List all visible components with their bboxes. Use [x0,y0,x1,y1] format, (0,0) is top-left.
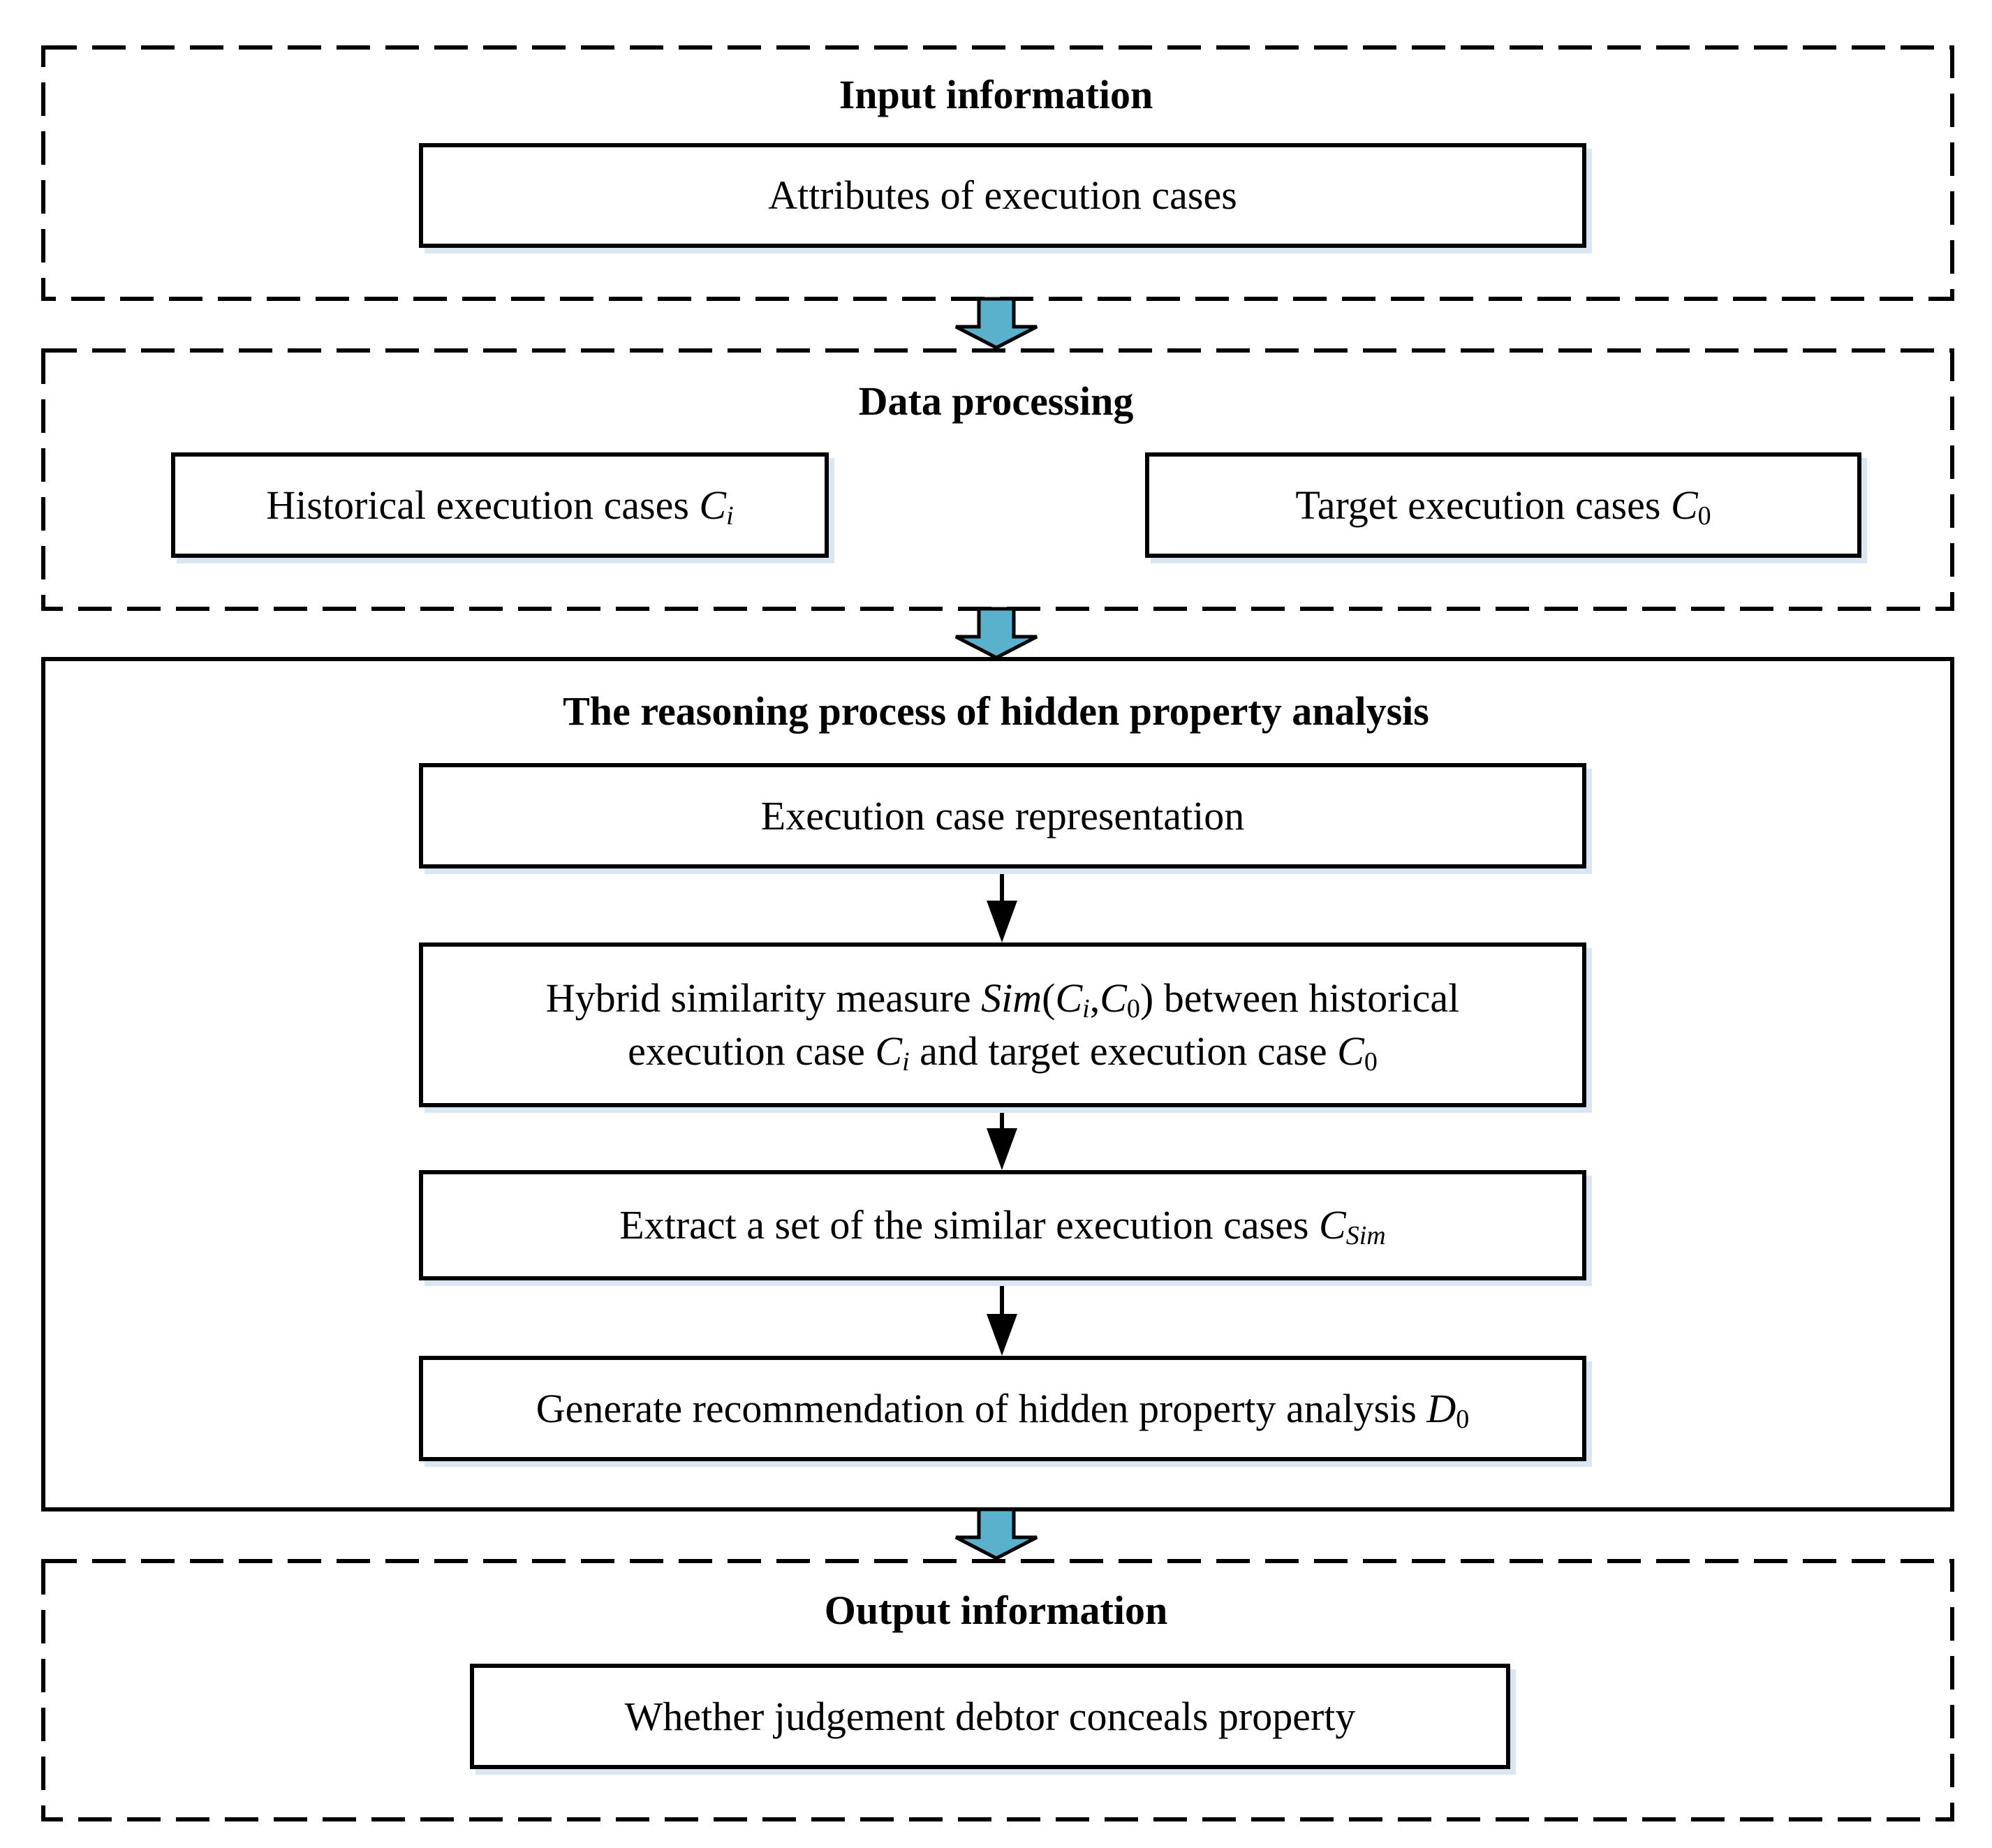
historical-cases-box: Historical execution cases Ci [171,452,829,558]
reasoning-section-title: The reasoning process of hidden property… [563,688,1429,734]
attributes-box: Attributes of execution cases [419,143,1586,248]
flow-arrowhead-1 [987,901,1017,943]
processing-section-frame [41,348,1954,611]
target-cases-text: Target execution cases C0 [1295,482,1711,531]
historical-cases-text: Historical execution cases Ci [266,482,734,531]
whether-box: Whether judgement debtor conceals proper… [470,1664,1510,1769]
representation-box: Execution case representation [419,763,1586,868]
flow-arrowhead-2 [987,1128,1017,1170]
input-section-frame [41,45,1954,301]
extract-text: Extract a set of the similar execution c… [619,1202,1386,1250]
generate-text: Generate recommendation of hidden proper… [536,1385,1470,1434]
representation-text: Execution case representation [760,792,1245,838]
target-cases-box: Target execution cases C0 [1145,452,1861,558]
flow-arrowhead-3 [987,1314,1017,1356]
output-section-title: Output information [824,1588,1168,1633]
generate-box: Generate recommendation of hidden proper… [419,1356,1586,1461]
similarity-text: Hybrid similarity measure Sim(Ci,C0) bet… [545,975,1460,1077]
block-arrow-input-to-processing [954,297,1038,350]
attributes-text: Attributes of execution cases [768,172,1237,218]
whether-text: Whether judgement debtor conceals proper… [624,1693,1356,1739]
block-arrow-reasoning-to-output [954,1507,1038,1560]
block-arrow-processing-to-reasoning [954,607,1038,660]
output-section-frame [41,1559,1954,1821]
processing-section-title: Data processing [858,378,1134,424]
extract-box: Extract a set of the similar execution c… [419,1170,1586,1280]
input-section-title: Input information [839,72,1153,117]
similarity-box: Hybrid similarity measure Sim(Ci,C0) bet… [419,943,1586,1107]
